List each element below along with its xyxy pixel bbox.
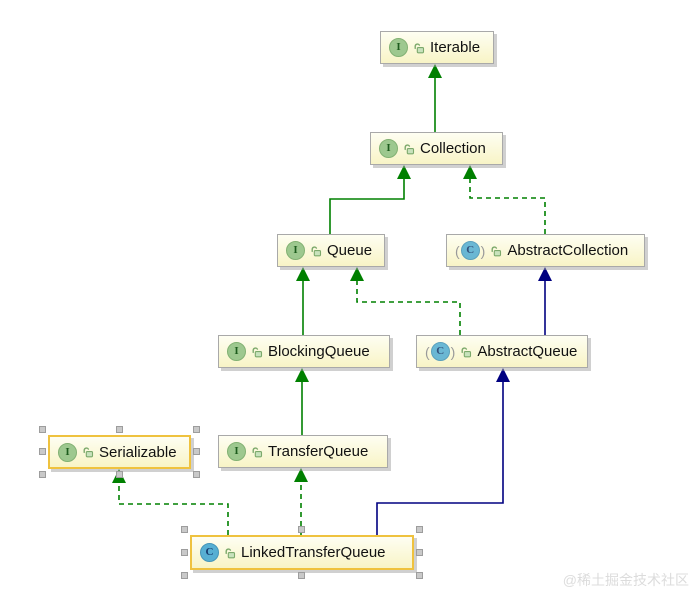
interface-icon: I [58,442,77,462]
selection-handle[interactable] [416,572,423,579]
public-lock-icon [310,245,322,257]
class-node-iterable[interactable]: I Iterable [380,31,494,64]
selection-handle[interactable] [298,526,305,533]
watermark: @稀土掘金技术社区 [562,572,689,588]
selection-handle[interactable] [115,471,123,478]
selection-handle[interactable] [416,526,423,533]
edge-queue-extends-collection[interactable] [329,165,411,234]
selection-handle[interactable] [39,448,46,455]
edge-linkedtransferqueue-implements-transferqueue[interactable] [294,468,308,535]
selection-handle[interactable] [298,572,305,579]
class-icon: C [200,543,219,562]
class-node-label: Iterable [430,39,481,56]
selection-handle[interactable] [193,471,200,478]
class-node-label: TransferQueue [268,443,369,460]
interface-icon: I [227,442,246,461]
class-node-label: AbstractQueue [477,343,578,360]
edge-abstractcollection-implements-collection[interactable] [463,165,546,234]
abstract-class-icon: C [425,342,455,361]
class-node-label: Queue [327,242,373,259]
public-lock-icon [490,245,502,257]
class-node-collection[interactable]: I Collection [370,132,503,165]
class-node-abstract-collection[interactable]: C AbstractCollection [446,234,645,267]
selection-handle[interactable] [39,471,46,478]
selection-handle[interactable] [193,426,200,433]
class-node-abstract-queue[interactable]: C AbstractQueue [416,335,588,368]
edge-blockingqueue-extends-queue[interactable] [296,267,310,335]
class-node-blocking-queue[interactable]: I BlockingQueue [218,335,390,368]
edge-collection-extends-iterable[interactable] [428,64,442,132]
public-lock-icon [413,42,425,54]
interface-icon: I [227,342,246,361]
interface-icon: I [286,241,305,260]
selection-handle[interactable] [181,548,188,556]
selection-handle[interactable] [416,548,423,556]
edge-abstractqueue-extends-abstractcollection[interactable] [538,267,552,335]
edge-linkedtransferqueue-implements-serializable[interactable] [112,469,229,535]
class-node-label: LinkedTransferQueue [241,544,386,561]
public-lock-icon [460,346,472,358]
class-node-queue[interactable]: I Queue [277,234,385,267]
class-node-label: Collection [420,140,486,157]
selection-handle[interactable] [193,448,200,455]
public-lock-icon [403,143,415,155]
selection-handle[interactable] [181,526,188,533]
interface-icon: I [389,38,408,57]
public-lock-icon [251,346,263,358]
interface-icon: I [379,139,398,158]
selection-handle[interactable] [115,426,123,433]
class-node-transfer-queue[interactable]: I TransferQueue [218,435,388,468]
selection-handle[interactable] [39,426,46,433]
edge-abstractqueue-implements-queue[interactable] [350,267,461,335]
public-lock-icon [82,446,94,458]
public-lock-icon [251,446,263,458]
selection-handle[interactable] [181,572,188,579]
class-node-linked-transfer-queue[interactable]: C LinkedTransferQueue [181,526,423,579]
class-node-label: BlockingQueue [268,343,370,360]
class-node-label: Serializable [99,443,177,461]
class-node-serializable[interactable]: I Serializable [39,426,200,478]
abstract-class-icon: C [455,241,485,260]
edge-linkedtransferqueue-extends-abstractqueue[interactable] [376,368,510,535]
public-lock-icon [224,547,236,559]
edge-transferqueue-extends-blockingqueue[interactable] [295,368,309,435]
class-node-label: AbstractCollection [507,242,629,259]
